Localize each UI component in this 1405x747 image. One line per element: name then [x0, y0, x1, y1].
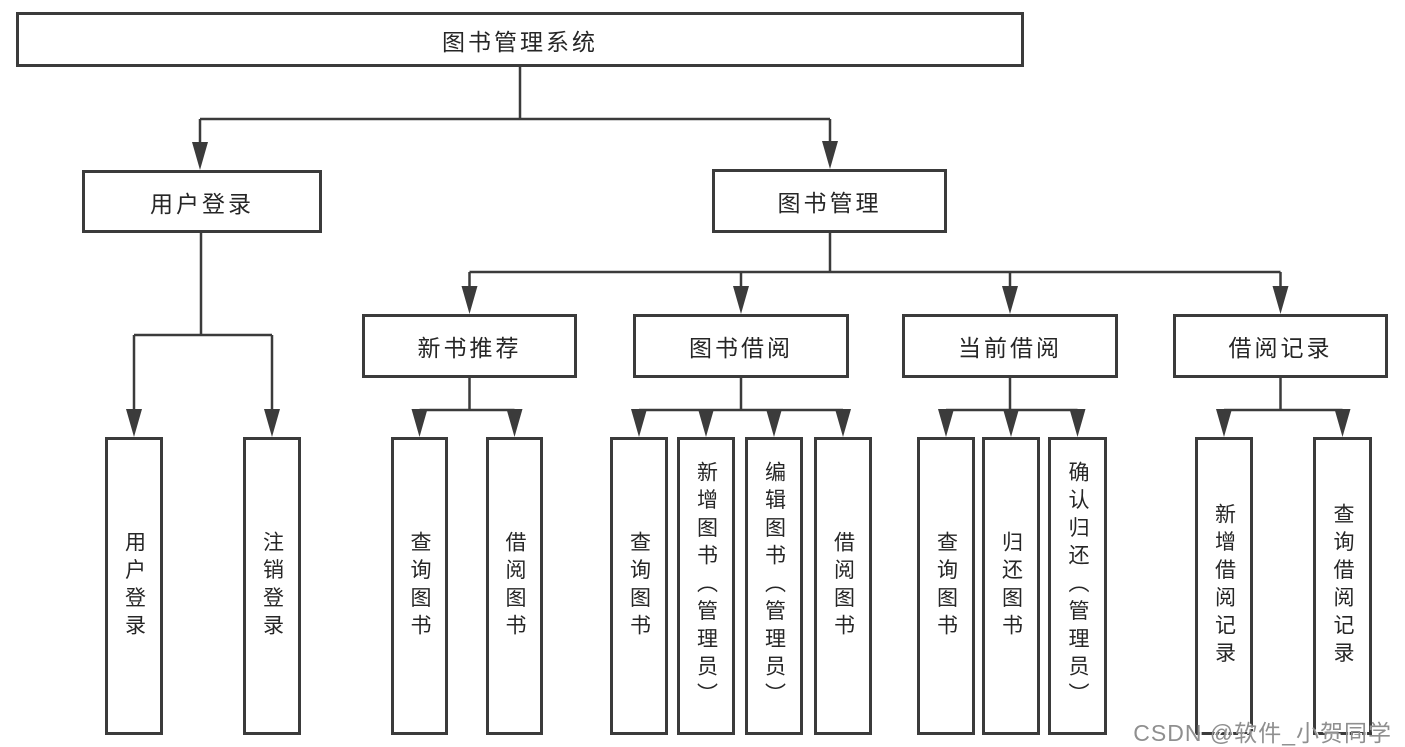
- leaf-add-books-admin: 新增图书（管理员）: [677, 437, 735, 735]
- node-label: 图书借阅: [689, 335, 793, 361]
- node-book-management: 图书管理: [712, 169, 947, 233]
- leaf-query-books-recommend: 查询图书: [391, 437, 448, 735]
- leaf-label: 用户登录: [122, 530, 146, 642]
- leaf-label: 借阅图书: [831, 530, 855, 642]
- leaf-label: 确认归还（管理员）: [1066, 461, 1089, 711]
- leaf-label: 新增图书（管理员）: [694, 461, 718, 711]
- leaf-edit-books-admin: 编辑图书（管理员）: [745, 437, 803, 735]
- node-label: 图书管理系统: [442, 28, 598, 55]
- leaf-label: 查询图书: [408, 530, 431, 642]
- leaf-label: 查询图书: [627, 530, 651, 642]
- leaf-label: 注销登录: [260, 530, 284, 642]
- node-label: 图书管理: [777, 190, 882, 216]
- node-label: 当前借阅: [958, 335, 1062, 361]
- leaf-confirm-return-admin: 确认归还（管理员）: [1048, 437, 1107, 735]
- leaf-borrow-books-borrowing: 借阅图书: [814, 437, 872, 735]
- node-book-borrowing: 图书借阅: [633, 314, 849, 378]
- node-label: 用户登录: [150, 190, 254, 217]
- node-label: 借阅记录: [1228, 335, 1333, 361]
- node-current-borrowing: 当前借阅: [902, 314, 1118, 378]
- leaf-logout: 注销登录: [243, 437, 301, 735]
- leaf-borrow-books-recommend: 借阅图书: [486, 437, 543, 735]
- node-library-management-system: 图书管理系统: [16, 12, 1024, 67]
- csdn-watermark: CSDN @软件_小贺同学: [1133, 720, 1392, 746]
- leaf-label: 归还图书: [999, 530, 1023, 642]
- leaf-add-borrow-record: 新增借阅记录: [1195, 437, 1253, 735]
- node-user-login: 用户登录: [82, 170, 322, 233]
- leaf-user-login: 用户登录: [105, 437, 163, 735]
- leaf-label: 编辑图书（管理员）: [762, 461, 786, 711]
- node-borrowing-records: 借阅记录: [1173, 314, 1388, 378]
- leaf-query-books-borrowing: 查询图书: [610, 437, 668, 735]
- leaf-query-books-current: 查询图书: [917, 437, 975, 735]
- leaf-query-borrow-record: 查询借阅记录: [1313, 437, 1372, 735]
- leaf-label: 查询借阅记录: [1331, 502, 1354, 670]
- node-new-book-recommendation: 新书推荐: [362, 314, 577, 378]
- leaf-label: 借阅图书: [503, 530, 526, 642]
- leaf-label: 查询图书: [934, 530, 958, 642]
- node-label: 新书推荐: [417, 335, 522, 361]
- arrowheads: [126, 141, 1351, 437]
- leaf-return-books: 归还图书: [982, 437, 1040, 735]
- leaf-label: 新增借阅记录: [1212, 502, 1236, 670]
